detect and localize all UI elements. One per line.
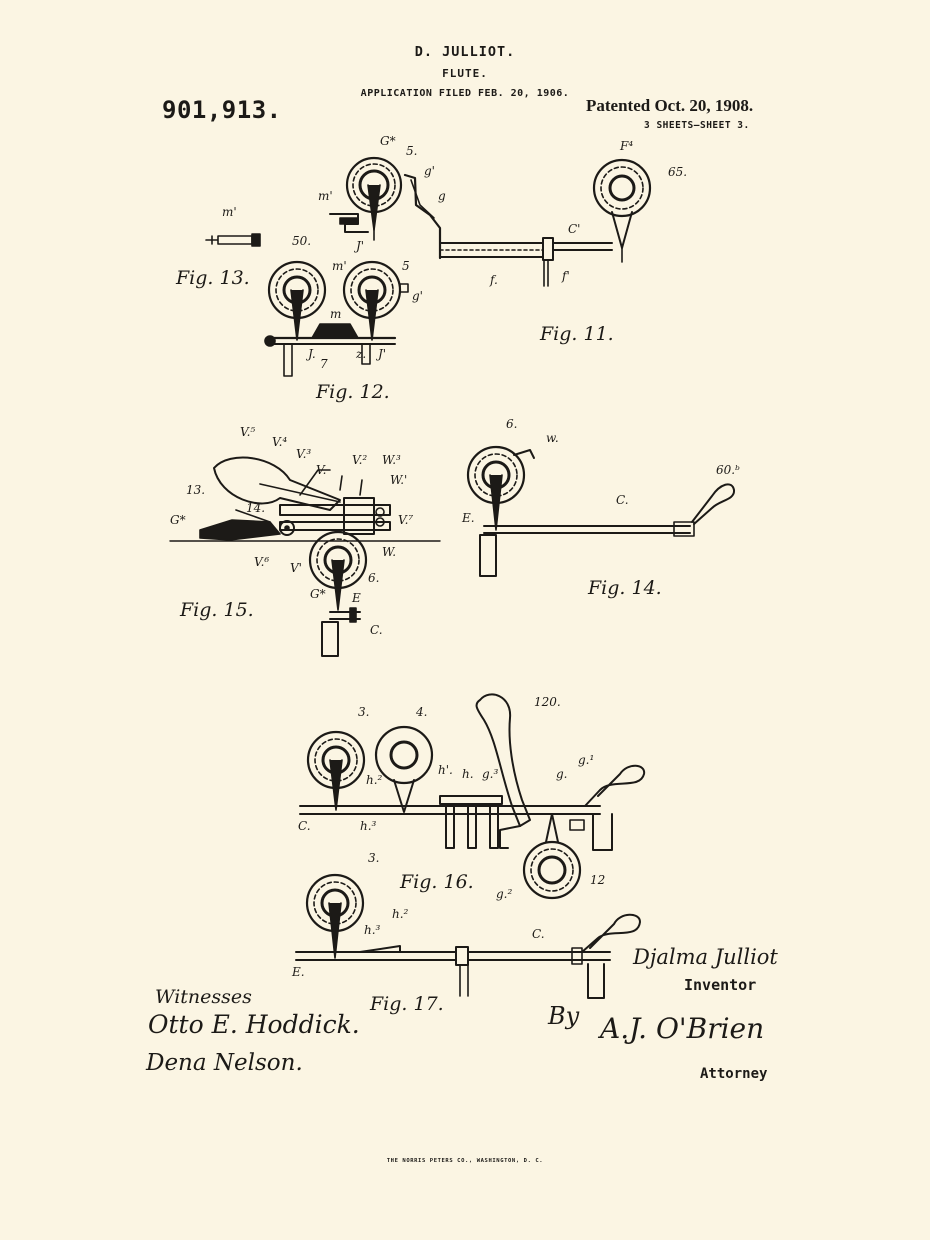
label-w1: W.' <box>390 473 407 487</box>
label-w-14: w. <box>546 431 559 445</box>
attorney-signature: A.J. O'Brien <box>600 1012 765 1045</box>
label-4-16: 4. <box>415 705 427 719</box>
label-3-17: 3. <box>368 851 379 865</box>
label-v3: V.³ <box>296 447 311 461</box>
label-g-prime: g' <box>424 164 435 178</box>
label-v2: V.² <box>352 453 367 467</box>
label-c-prime: C' <box>568 222 580 236</box>
label-6-14: 6. <box>506 417 517 431</box>
label-6-15: 6. <box>368 571 379 585</box>
patented-date: Patented Oct. 20, 1908. <box>586 96 754 115</box>
caption-fig-12: Fig. 12. <box>315 381 390 403</box>
label-v-prime: V' <box>290 561 302 575</box>
label-m-prime-13: m' <box>222 205 237 219</box>
label-c-17: C. <box>532 927 545 941</box>
label-v7: V.⁷ <box>398 513 413 527</box>
figure-14-drawing <box>466 445 735 577</box>
label-v6: V.⁶ <box>254 555 269 569</box>
label-z: z. <box>355 347 366 361</box>
label-v: V. <box>316 463 326 477</box>
sheet-count: 3 SHEETS—SHEET 3. <box>644 120 750 131</box>
label-m-prime-12: m' <box>332 259 347 273</box>
application-filed: APPLICATION FILED FEB. 20, 1906. <box>360 88 570 99</box>
caption-fig-14: Fig. 14. <box>587 577 662 599</box>
label-g: g <box>438 189 446 203</box>
label-h3: h.³ <box>360 819 377 833</box>
inventor-signature: Djalma Julliot <box>633 945 778 969</box>
patent-number: 901,913. <box>162 96 282 124</box>
label-g-star-15: G* <box>170 513 186 527</box>
figure-15-drawing <box>169 456 441 657</box>
caption-fig-11: Fig. 11. <box>539 323 614 345</box>
label-h-prime: h'. <box>438 763 453 777</box>
label-g-prime-12: g' <box>412 289 423 303</box>
label-f4: F⁴ <box>619 139 633 153</box>
reference-labels: G* 5. g' g m' J' F⁴ 65. C' f. f' m' 50. … <box>170 134 740 979</box>
attorney-role: Attorney <box>700 1066 768 1082</box>
label-m-prime: m' <box>318 189 333 203</box>
by-label: By <box>548 1002 580 1030</box>
label-c-15: C. <box>370 623 383 637</box>
label-e-14: E. <box>461 511 475 525</box>
label-j-prime-12: J' <box>375 347 386 361</box>
label-e-17: E. <box>291 965 305 979</box>
label-c-16: C. <box>298 819 311 833</box>
label-f-prime: f' <box>561 269 570 283</box>
label-65: 65. <box>668 165 687 179</box>
figure-16-drawing <box>299 693 646 900</box>
caption-fig-13: Fig. 13. <box>175 267 250 289</box>
label-w: W. <box>382 545 396 559</box>
inventor-role: Inventor <box>684 976 757 994</box>
witness-signature-1: Otto E. Hoddick. <box>148 1010 360 1039</box>
label-j: J. <box>305 347 316 361</box>
label-v4: V.⁴ <box>272 435 287 449</box>
label-60b: 60.ᵇ <box>716 463 740 477</box>
label-12: 12 <box>590 873 605 887</box>
invention-title: FLUTE. <box>442 67 488 80</box>
label-v5: V.⁵ <box>240 425 255 439</box>
label-g-star: G* <box>380 134 396 148</box>
label-j-prime: J' <box>353 239 364 253</box>
label-7: 7 <box>320 357 328 371</box>
figure-12-drawing <box>264 260 409 377</box>
label-g-16: g. <box>556 767 568 781</box>
label-w3: W.³ <box>382 453 401 467</box>
label-120: 120. <box>534 695 561 709</box>
label-h: h. <box>462 767 474 781</box>
figure-17-drawing <box>295 873 641 999</box>
label-13: 13. <box>186 483 205 497</box>
caption-fig-17: Fig. 17. <box>369 993 444 1015</box>
label-m: m <box>330 307 341 321</box>
printer-credit: THE NORRIS PETERS CO., WASHINGTON, D. C. <box>386 1158 544 1164</box>
caption-fig-15: Fig. 15. <box>179 599 254 621</box>
label-14: 14. <box>246 501 265 515</box>
figure-11-drawing <box>329 156 652 287</box>
caption-fig-16: Fig. 16. <box>399 871 474 893</box>
witness-signature-2: Dena Nelson. <box>146 1050 303 1076</box>
figure-captions: Fig. 11. Fig. 12. Fig. 13. Fig. 14. Fig.… <box>175 267 662 1015</box>
label-g1: g.¹ <box>578 753 594 767</box>
label-g3: g.³ <box>482 767 498 781</box>
label-h2: h.² <box>366 773 383 787</box>
label-g2: g.² <box>496 887 512 901</box>
figure-13-drawing <box>205 233 261 247</box>
label-3-16: 3. <box>358 705 369 719</box>
label-g-star-15b: G* <box>310 587 326 601</box>
label-5-12: 5 <box>402 259 410 273</box>
label-50: 50. <box>292 234 311 248</box>
label-f: f. <box>489 273 498 287</box>
label-h3-17: h.³ <box>364 923 381 937</box>
witnesses-label: Witnesses <box>155 986 252 1008</box>
label-h2-17: h.² <box>392 907 409 921</box>
label-5: 5. <box>406 144 417 158</box>
inventor-name: D. JULLIOT. <box>414 44 516 60</box>
label-c-14: C. <box>616 493 629 507</box>
label-e-15: E <box>351 591 361 605</box>
